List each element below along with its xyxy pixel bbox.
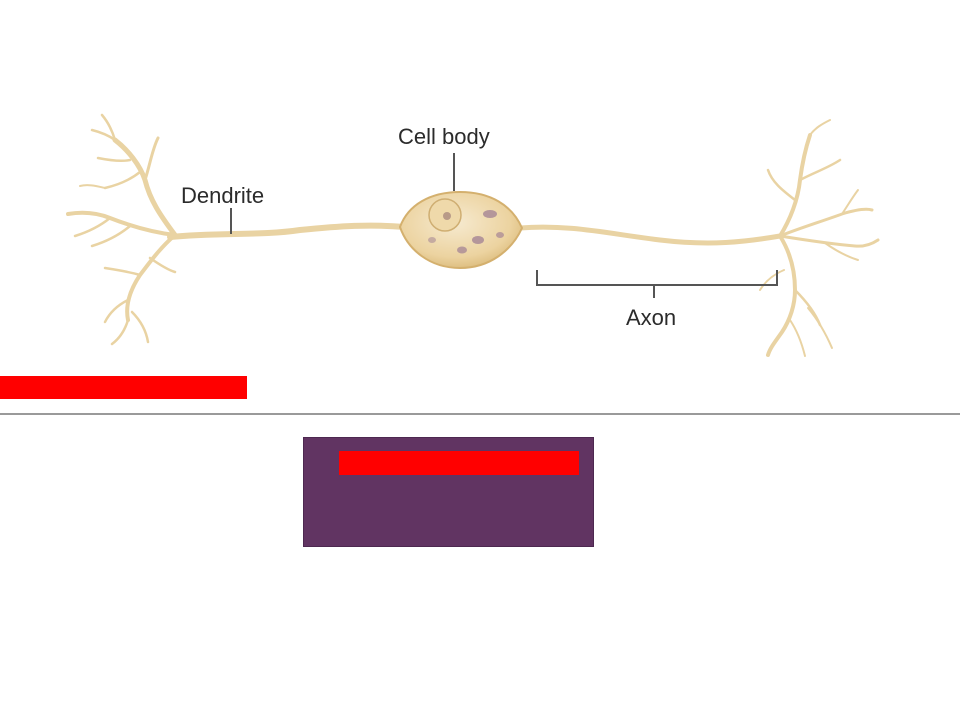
right-terminal-tree [759, 119, 880, 357]
cell-body-label: Cell body [398, 124, 490, 149]
caption-redaction-bar [0, 376, 247, 399]
axon-bracket [536, 270, 778, 298]
dendrite-label: Dendrite [181, 183, 265, 208]
cell-body-soma [398, 190, 524, 270]
axon-label: Axon [626, 305, 677, 330]
horizontal-divider [0, 413, 960, 415]
axon-shaft [517, 224, 783, 246]
dendrite-shaft [167, 222, 408, 240]
left-dendrite-tree [66, 113, 178, 346]
box-redaction-bar [339, 451, 579, 475]
